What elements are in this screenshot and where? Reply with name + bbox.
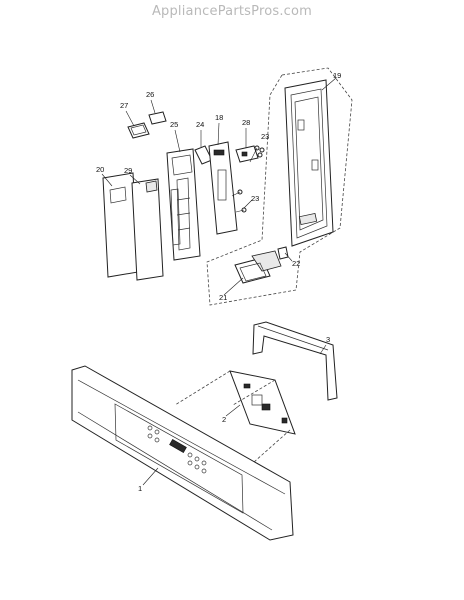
part-18-circuit-board xyxy=(208,141,238,235)
part-21-display-module xyxy=(234,250,282,284)
part-26-badge xyxy=(148,111,167,125)
callout-18: 18 xyxy=(215,113,223,122)
part-1-control-panel xyxy=(71,365,294,541)
part-28-connector xyxy=(235,145,259,163)
callout-2: 2 xyxy=(222,415,226,424)
callout-19: 19 xyxy=(333,71,341,80)
callout-3: 3 xyxy=(326,335,330,344)
part-27-badge-frame xyxy=(127,122,150,139)
part-29-gasket xyxy=(131,178,164,281)
part-25-control-board xyxy=(166,148,201,261)
callout-25: 25 xyxy=(170,120,178,129)
callout-23-upper: 23 xyxy=(261,132,269,141)
callout-20: 20 xyxy=(96,165,104,174)
callout-29: 29 xyxy=(124,166,132,175)
part-23-screws-lower xyxy=(231,189,247,213)
part-3-trim-handle xyxy=(252,321,338,401)
callout-21: 21 xyxy=(219,293,227,302)
callout-23-lower: 23 xyxy=(251,194,259,203)
site-watermark: AppliancePartsPros.com xyxy=(151,4,313,19)
callout-27: 27 xyxy=(120,101,128,110)
callout-26: 26 xyxy=(146,90,154,99)
part-23-screws-upper xyxy=(249,145,265,163)
part-22-connector xyxy=(277,246,289,260)
callout-22: 22 xyxy=(292,259,300,268)
panel-keypad xyxy=(147,425,207,474)
part-19-frame xyxy=(284,79,334,247)
callout-1: 1 xyxy=(138,484,142,493)
assembly-boundary xyxy=(206,67,353,306)
callout-24: 24 xyxy=(196,120,204,129)
callout-28: 28 xyxy=(242,118,250,127)
part-2-control-board xyxy=(229,370,296,435)
